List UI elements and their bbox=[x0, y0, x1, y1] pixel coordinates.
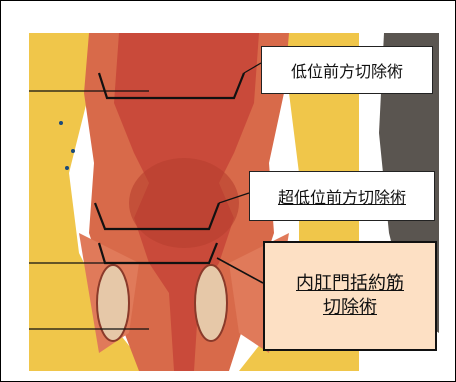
isr-line-1: 内肛門括約筋 bbox=[296, 272, 404, 296]
isr-line-2: 切除術 bbox=[323, 296, 377, 320]
label-intersphincteric-resection: 内肛門括約筋 切除術 bbox=[263, 241, 437, 351]
mucosa-fold bbox=[129, 158, 239, 248]
label-low-anterior-resection: 低位前方切除術 bbox=[261, 46, 433, 94]
label-super-low-anterior-resection: 超低位前方切除術 bbox=[249, 171, 435, 221]
sphincter-right bbox=[195, 265, 227, 341]
